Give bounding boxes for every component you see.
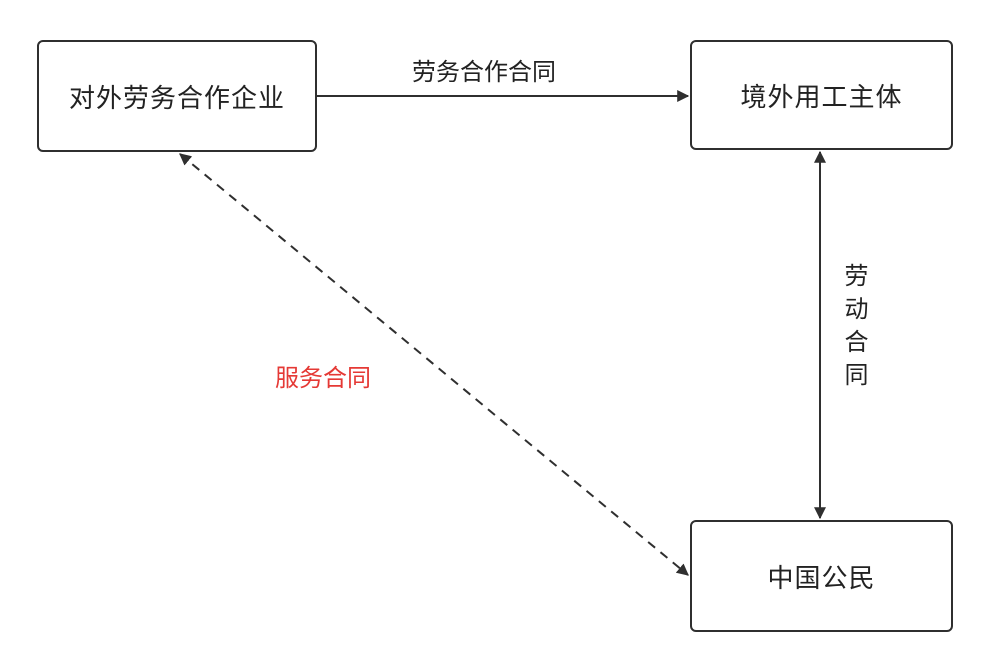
- edge-label-labor-cooperation-contract: 劳务合作合同: [412, 58, 556, 86]
- edge-label-service-contract: 服务合同: [275, 364, 371, 392]
- node-chinese-citizen-label: 中国公民: [767, 563, 876, 594]
- node-overseas-employer: 境外用工主体: [690, 40, 953, 150]
- node-foreign-labor-company-label: 对外劳务合作企业: [68, 83, 285, 114]
- edge-label-labor-contract: 劳动合同: [840, 263, 868, 395]
- node-overseas-employer-label: 境外用工主体: [740, 82, 903, 113]
- edge-service-contract-arrow: [179, 153, 689, 576]
- node-chinese-citizen: 中国公民: [690, 520, 953, 632]
- node-foreign-labor-company: 对外劳务合作企业: [37, 40, 317, 152]
